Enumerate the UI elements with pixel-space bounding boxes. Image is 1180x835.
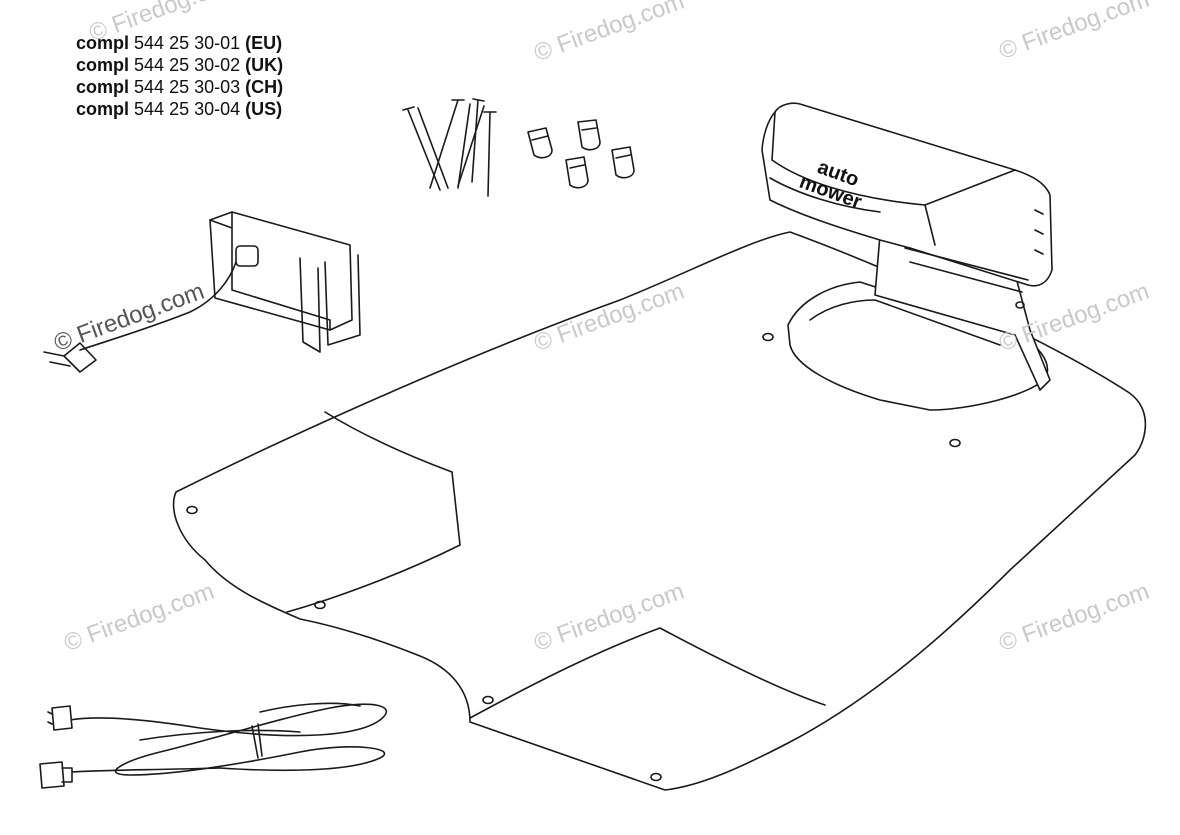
cable-plug — [47, 705, 73, 731]
part-region: (US) — [245, 99, 283, 119]
part-number-line: compl 544 25 30-01 (EU) — [76, 32, 283, 54]
station-foot-top — [809, 299, 1001, 346]
plate-left-panel-line — [286, 411, 461, 613]
part-prefix: compl — [76, 55, 130, 75]
plate-screw-hole — [650, 772, 662, 782]
low-voltage-cable — [39, 702, 388, 789]
station-side-screw — [1015, 301, 1025, 309]
peg — [457, 105, 485, 187]
connector — [527, 127, 553, 159]
part-prefix: compl — [76, 33, 130, 53]
part-number: 544 25 30-04 — [134, 99, 241, 119]
station-contact-strip — [904, 247, 1029, 293]
power-plug — [43, 342, 97, 373]
transformer-box-edge — [209, 211, 331, 331]
peg — [407, 109, 441, 191]
part-number-line: compl 544 25 30-03 (CH) — [76, 76, 283, 98]
part-region: (EU) — [245, 33, 283, 53]
connector — [565, 156, 589, 189]
peg — [429, 99, 459, 189]
part-region: (CH) — [245, 77, 284, 97]
peg-head — [402, 98, 497, 113]
wire-connectors — [527, 119, 635, 189]
charging-station-housing — [761, 102, 1053, 411]
part-number: 544 25 30-03 — [134, 77, 241, 97]
plate-screw-hole — [949, 438, 961, 448]
cable-coil-inner — [139, 702, 361, 741]
plate-screw-hole — [482, 695, 494, 705]
transformer-mount-bracket — [299, 254, 361, 353]
peg — [471, 99, 479, 183]
plate-screw-hole — [314, 600, 326, 610]
power-cord — [79, 261, 237, 351]
transformer-socket — [235, 245, 259, 267]
cable-coil — [69, 703, 388, 776]
cable-tie — [251, 723, 263, 759]
part-region: (UK) — [245, 55, 284, 75]
part-prefix: compl — [76, 99, 130, 119]
cable-tail — [69, 767, 221, 773]
station-hood-edge — [771, 111, 1016, 206]
part-number: 544 25 30-02 — [134, 55, 241, 75]
plate-bottom-panel-line — [469, 627, 826, 719]
power-supply-transformer — [43, 211, 361, 373]
connector — [577, 119, 601, 151]
peg — [487, 111, 491, 197]
part-prefix: compl — [76, 77, 130, 97]
peg — [417, 107, 449, 189]
cable-plug — [39, 761, 73, 789]
part-number-list: compl 544 25 30-01 (EU) compl 544 25 30-… — [76, 32, 283, 120]
station-hood — [761, 102, 1053, 287]
part-number-line: compl 544 25 30-02 (UK) — [76, 54, 283, 76]
part-number-line: compl 544 25 30-04 (US) — [76, 98, 283, 120]
station-side-slot — [1034, 209, 1044, 255]
boundary-pegs — [402, 98, 497, 197]
connector — [611, 146, 635, 179]
station-hood-lower-edge — [769, 177, 936, 246]
peg — [457, 103, 471, 189]
plate-screw-hole — [762, 332, 774, 342]
plate-screw-hole — [186, 505, 198, 515]
part-number: 544 25 30-01 — [134, 33, 241, 53]
